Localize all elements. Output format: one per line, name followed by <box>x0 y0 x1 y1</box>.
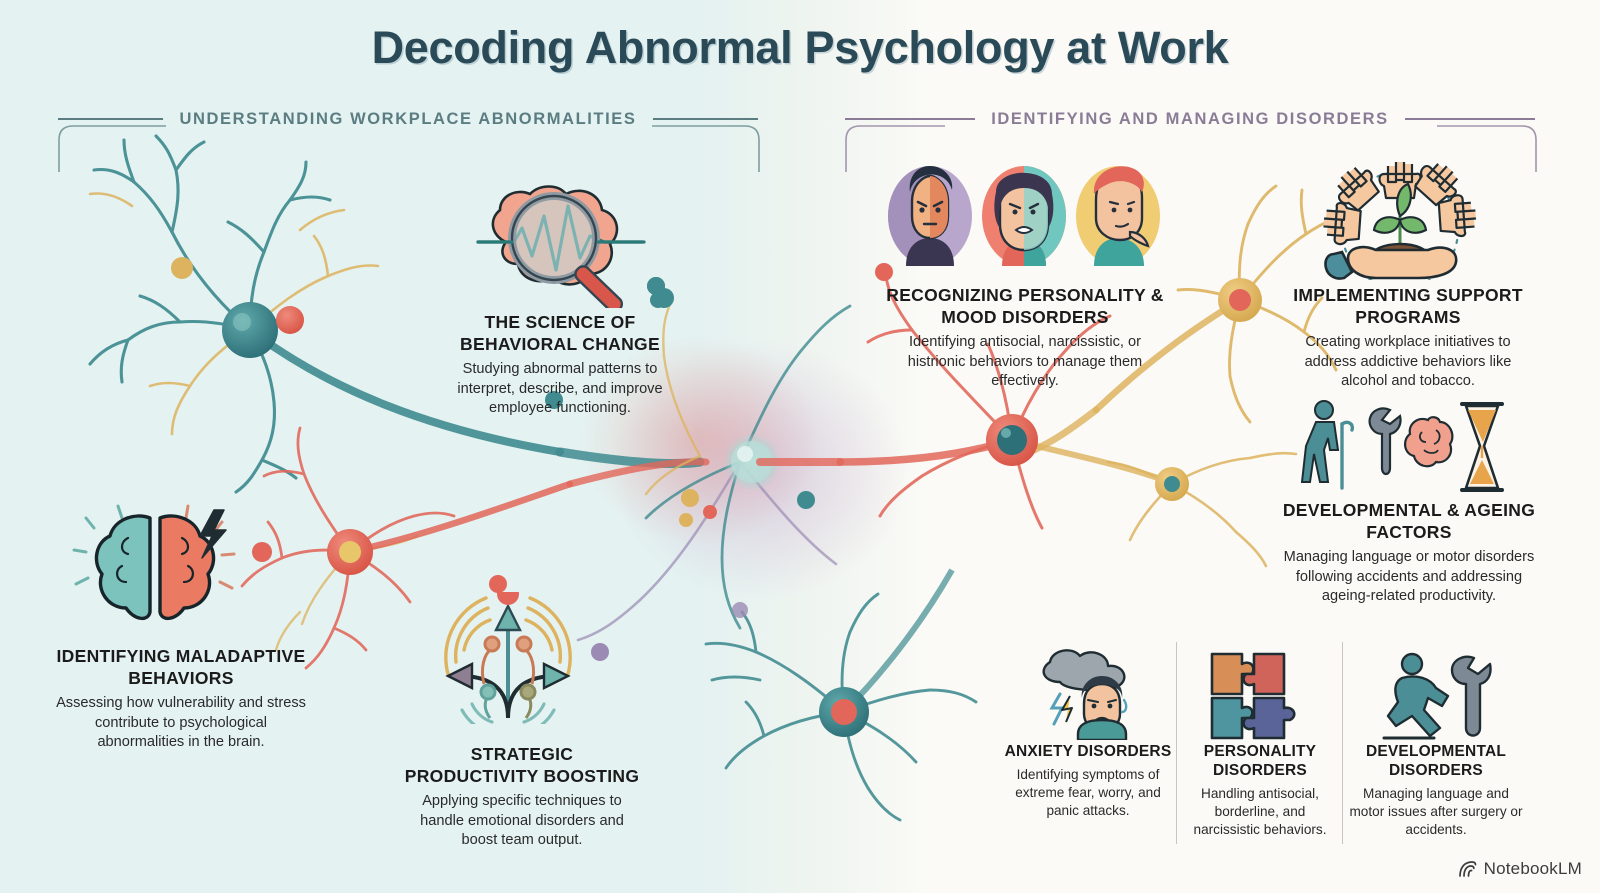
watermark-label: NotebookLM <box>1483 859 1582 878</box>
brain-magnifier-icon <box>476 185 646 308</box>
topic-heading: DEVELOPMENTAL & AGEING FACTORS <box>1282 500 1536 542</box>
topic-heading: STRATEGIC PRODUCTIVITY BOOSTING <box>404 744 640 786</box>
topic-strategic-productivity-boosting: STRATEGIC PRODUCTIVITY BOOSTING Applying… <box>404 744 640 850</box>
hands-plant-icon <box>1323 162 1477 280</box>
section-header-left: UNDERSTANDING WORKPLACE ABNORMALITIES <box>58 104 758 144</box>
card-personality-disorders: PERSONALITY DISORDERS Handling antisocia… <box>1180 742 1340 838</box>
notebooklm-watermark: NotebookLM <box>1458 859 1582 879</box>
storm-cloud-person-icon <box>1042 649 1128 740</box>
topic-developmental-ageing-factors: DEVELOPMENTAL & AGEING FACTORS Managing … <box>1272 500 1546 606</box>
multi-direction-arrows-icon <box>444 592 572 724</box>
card-heading: ANXIETY DISORDERS <box>1004 743 1172 760</box>
three-faces-avatars-icon <box>888 166 1160 266</box>
card-body: Identifying symptoms of extreme fear, wo… <box>1015 767 1161 818</box>
card-developmental-disorders: DEVELOPMENTAL DISORDERS Managing languag… <box>1348 742 1524 838</box>
section-header-right: IDENTIFYING AND MANAGING DISORDERS <box>845 104 1535 144</box>
topic-body: Managing language or motor disorders fol… <box>1283 549 1535 604</box>
left-rule <box>58 118 164 120</box>
section-label-identifying: IDENTIFYING AND MANAGING DISORDERS <box>991 109 1389 128</box>
person-wrench-icon <box>1382 652 1492 740</box>
topic-body: Applying specific techniques to handle e… <box>420 793 624 848</box>
right-rule <box>1404 118 1535 120</box>
notebooklm-spiral-icon <box>1458 860 1476 877</box>
topic-identifying-maladaptive-behaviors: IDENTIFYING MALADAPTIVE BEHAVIORS Assess… <box>56 646 306 752</box>
page-title: Decoding Abnormal Psychology at Work <box>371 22 1229 73</box>
section-label-understanding: UNDERSTANDING WORKPLACE ABNORMALITIES <box>179 109 637 128</box>
topic-body: Assessing how vulnerability and stress c… <box>56 695 306 750</box>
topic-body: Studying abnormal patterns to interpret,… <box>457 361 663 416</box>
card-heading: PERSONALITY DISORDERS <box>1203 743 1317 780</box>
card-body: Managing language and motor issues after… <box>1349 786 1523 837</box>
split-brain-lightning-icon <box>72 504 236 620</box>
card-body: Handling antisocial, borderline, and nar… <box>1193 786 1327 837</box>
topic-science-of-behavioral-change: THE SCIENCE OF BEHAVIORAL CHANGE Studyin… <box>434 312 686 418</box>
topic-heading: IMPLEMENTING SUPPORT PROGRAMS <box>1293 285 1523 327</box>
puzzle-pieces-icon <box>1210 652 1296 740</box>
topic-heading: RECOGNIZING PERSONALITY & MOOD DISORDERS <box>886 285 1164 327</box>
card-anxiety-disorders: ANXIETY DISORDERS Identifying symptoms o… <box>1000 742 1176 819</box>
topic-heading: THE SCIENCE OF BEHAVIORAL CHANGE <box>460 312 660 354</box>
topic-body: Identifying antisocial, narcissistic, or… <box>907 334 1143 389</box>
card-heading: DEVELOPMENTAL DISORDERS <box>1365 743 1507 780</box>
card-divider-1 <box>1176 642 1178 844</box>
topic-recognizing-personality-mood-disorders: RECOGNIZING PERSONALITY & MOOD DISORDERS… <box>884 285 1166 391</box>
card-divider-2 <box>1342 642 1344 844</box>
right-rule <box>652 118 758 120</box>
left-rule <box>845 118 976 120</box>
topic-implementing-support-programs: IMPLEMENTING SUPPORT PROGRAMS Creating w… <box>1282 285 1534 391</box>
elderly-wrench-brain-hourglass-icon <box>1300 400 1504 492</box>
topic-body: Creating workplace initiatives to addres… <box>1304 334 1512 389</box>
topic-heading: IDENTIFYING MALADAPTIVE BEHAVIORS <box>56 646 306 688</box>
